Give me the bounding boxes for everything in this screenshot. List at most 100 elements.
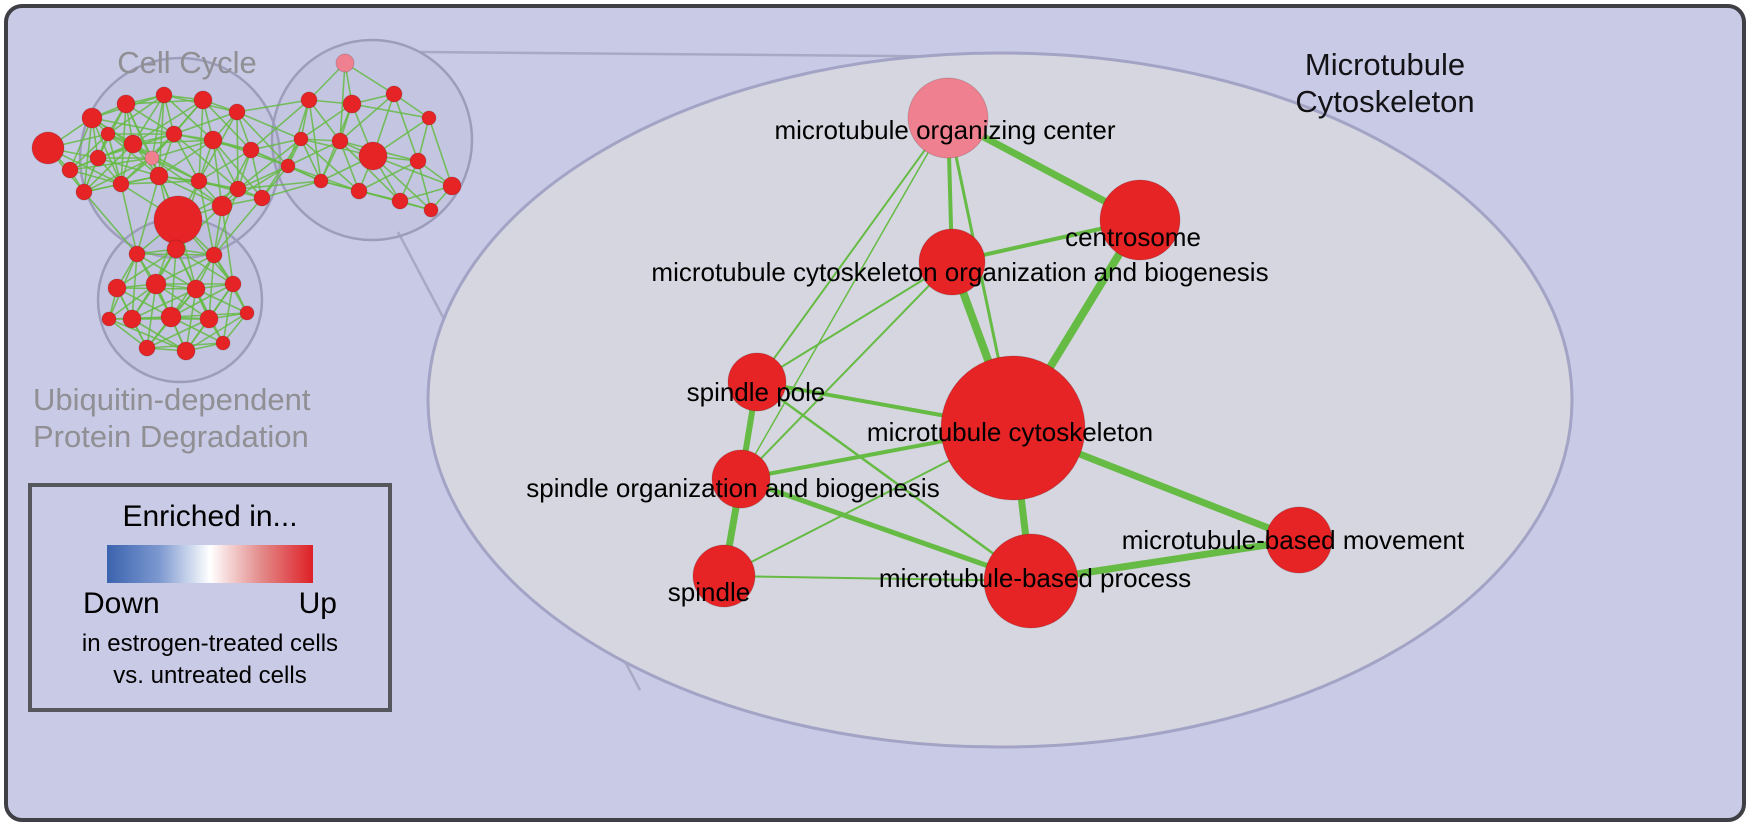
overview-edge xyxy=(344,62,395,95)
overview-node xyxy=(331,132,349,150)
overview-node xyxy=(229,180,247,198)
overview-node xyxy=(123,134,143,154)
overview-edge xyxy=(170,248,177,318)
zoom-edge-moc-spindle_org xyxy=(740,117,949,480)
overview-edge xyxy=(185,288,197,352)
overview-edge xyxy=(372,155,453,187)
overview-node xyxy=(89,149,107,167)
zoom-node-label-moc: microtubule organizing center xyxy=(774,115,1115,145)
zoom-node-mt_cyto xyxy=(940,355,1086,501)
zoom-node-label-spindle_pole: spindle pole xyxy=(687,377,826,407)
zoom-network-nodes xyxy=(692,77,1333,629)
overview-node xyxy=(211,195,233,217)
overview-edge xyxy=(198,149,252,182)
overview-edge xyxy=(132,99,204,145)
overview-edge xyxy=(339,93,395,142)
overview-edge xyxy=(158,139,214,177)
overview-edge xyxy=(83,143,134,193)
legend-caption-line2: vs. untreated cells xyxy=(113,662,307,690)
overview-node xyxy=(128,245,146,263)
overview-edge xyxy=(136,253,197,290)
overview-edge xyxy=(132,94,165,145)
overview-edge xyxy=(287,140,341,167)
legend-title: Enriched in... xyxy=(122,500,298,533)
overview-edge xyxy=(83,191,138,255)
zoom-edge-moc-spindle_pole xyxy=(756,117,949,383)
overview-node xyxy=(145,273,167,295)
overview-node xyxy=(215,335,231,351)
legend-caption: in estrogen-treated cells vs. untreated … xyxy=(82,628,338,693)
overview-node xyxy=(190,172,208,190)
overview-edge xyxy=(236,99,310,113)
overview-node xyxy=(153,195,203,245)
legend-scale-labels: Down Up xyxy=(83,587,337,621)
overview-node xyxy=(155,86,173,104)
overview-edge xyxy=(120,103,127,185)
overview-node xyxy=(122,309,142,329)
overview-edge xyxy=(146,283,157,349)
zoom-edge-spindle_pole-mb_process xyxy=(755,380,1033,583)
overview-edge xyxy=(69,169,122,185)
overview-node xyxy=(160,306,182,328)
overview-node xyxy=(385,85,403,103)
overview-node xyxy=(116,94,136,114)
zoom-node-mb_movement xyxy=(1265,506,1333,574)
overview-edge xyxy=(300,138,322,182)
overview-edge xyxy=(97,157,160,177)
zoom-node-label-centrosome: centrosome xyxy=(1065,222,1201,252)
overview-node xyxy=(100,126,116,142)
overview-edge xyxy=(417,160,432,211)
legend-caption-line1: in estrogen-treated cells xyxy=(81,630,339,657)
overview-node xyxy=(205,246,223,264)
overview-edge xyxy=(221,205,234,285)
overview-node xyxy=(228,103,246,121)
overview-edge xyxy=(173,111,238,135)
overview-edge xyxy=(158,175,223,207)
zoom-edge-spindle_org-mb_process xyxy=(738,476,1034,584)
overview-node xyxy=(242,141,260,159)
overview-node xyxy=(81,107,103,129)
overview-edge xyxy=(146,318,210,349)
cluster-label-ubiquitin-line1: Ubiquitin-dependent xyxy=(33,382,311,417)
overview-edge xyxy=(83,117,93,193)
overview-node xyxy=(176,341,196,361)
overview-edge xyxy=(155,254,215,285)
overview-edge xyxy=(175,248,234,285)
overview-node xyxy=(293,131,309,147)
overview-edge xyxy=(339,62,346,142)
overview-edge xyxy=(212,139,223,207)
overview-edge xyxy=(170,283,234,318)
overview-node xyxy=(199,309,219,329)
overview-edge xyxy=(339,140,360,192)
overview-edge xyxy=(91,117,175,135)
overview-node xyxy=(165,125,183,143)
zoom-node-label-spindle_org: spindle organization and biogenesis xyxy=(526,473,939,503)
overview-edge xyxy=(107,94,165,135)
overview-edge xyxy=(300,103,353,140)
overview-node xyxy=(166,239,186,259)
enrichment-gradient-bar xyxy=(107,545,313,583)
overview-edge xyxy=(261,180,322,199)
zoom-node-label-mb_movement: microtubule-based movement xyxy=(1122,525,1465,555)
overview-edge xyxy=(155,283,210,320)
zoom-node-spindle_pole xyxy=(727,352,787,412)
overview-node xyxy=(193,90,213,110)
overview-node xyxy=(358,141,388,171)
zoom-node-moc xyxy=(907,77,989,159)
overview-edge xyxy=(108,318,187,352)
overview-edge xyxy=(120,183,138,255)
overview-node xyxy=(300,91,318,109)
overview-edge xyxy=(151,157,200,182)
overview-node xyxy=(203,130,223,150)
overview-node xyxy=(342,94,362,114)
cluster-label-ubiquitin-line2: Protein Degradation xyxy=(33,419,309,454)
zoom-edge-spindle-mb_process xyxy=(723,575,1032,582)
overview-edge xyxy=(69,133,109,171)
overview-edge xyxy=(428,117,453,187)
overview-edge xyxy=(136,175,160,255)
overview-edge xyxy=(399,185,453,202)
legend-box: Enriched in... Down Up in estrogen-treat… xyxy=(28,483,392,712)
zoom-node-spindle_org xyxy=(711,449,771,509)
